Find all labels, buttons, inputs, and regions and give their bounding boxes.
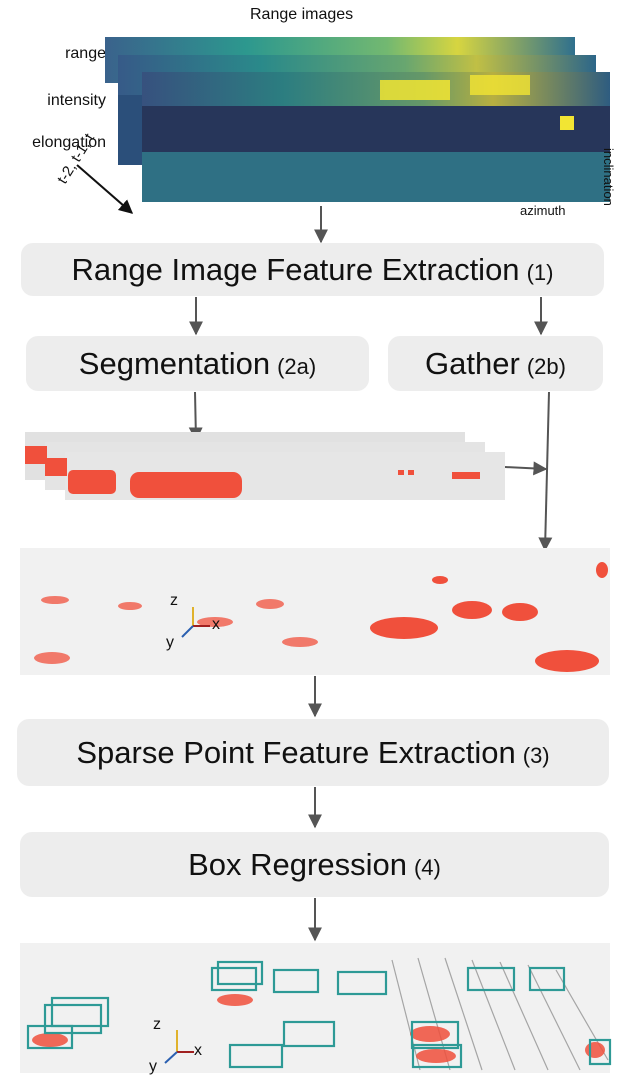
range-image-stack (105, 37, 610, 202)
arrow-gather-to-points (538, 391, 553, 552)
gather-box: Gather (2b) (388, 336, 603, 391)
channel-label-elongation: elongation (32, 134, 106, 151)
axis-z-label: z (170, 592, 178, 609)
step-label: Gather (425, 345, 520, 381)
step-number: (4) (413, 854, 441, 880)
segmented-point-cloud (20, 548, 610, 675)
step-number: (2b) (526, 353, 566, 379)
axis-x-label: x (212, 616, 220, 633)
segmentation-box: Segmentation (2a) (26, 336, 369, 391)
step-label: Range Image Feature Extraction (71, 251, 520, 287)
axes-triad-2 (164, 1030, 194, 1064)
range-feature-extraction-box: Range Image Feature Extraction (1) (21, 243, 604, 296)
box-regression-box: Box Regression (4) (20, 832, 609, 897)
step-label: Box Regression (188, 846, 407, 882)
axes-triad-1 (181, 607, 210, 638)
axis-y-label-2: y (149, 1058, 157, 1075)
step-label: Sparse Point Feature Extraction (76, 734, 516, 770)
axis-z-label-2: z (153, 1016, 161, 1033)
segmentation-mask-stack (25, 432, 505, 500)
channel-label-range: range (65, 45, 106, 62)
arrow-mask-to-gather (504, 461, 548, 476)
channel-label-intensity: intensity (47, 92, 106, 109)
azimuth-label: azimuth (520, 203, 566, 218)
inclination-label: inclination (601, 148, 616, 206)
step-number: (1) (526, 259, 554, 285)
sparse-feature-extraction-box: Sparse Point Feature Extraction (3) (17, 719, 609, 786)
time-arrow (76, 164, 134, 214)
axis-y-label: y (166, 634, 174, 651)
detection-result (20, 943, 612, 1073)
range-images-title: Range images (250, 6, 354, 23)
step-number: (2a) (277, 353, 317, 379)
axis-x-label-2: x (194, 1042, 202, 1059)
step-label: Segmentation (78, 345, 271, 381)
step-number: (3) (522, 742, 550, 768)
